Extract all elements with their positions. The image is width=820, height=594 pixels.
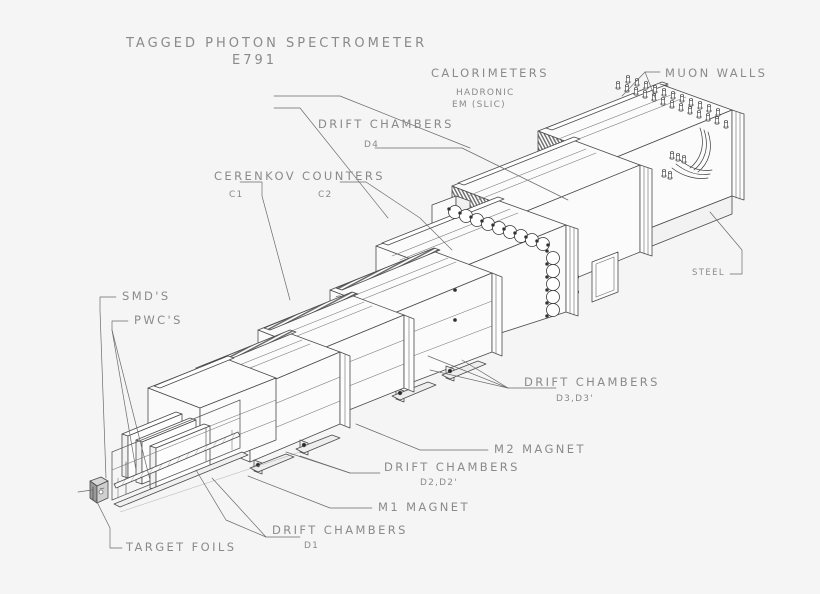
label-d2-tag: D2,D2'	[420, 478, 458, 488]
label-drift-chambers-d1: DRIFT CHAMBERS	[272, 523, 408, 537]
label-drift-chambers-d4: DRIFT CHAMBERS	[318, 117, 454, 131]
label-c1-tag: C1	[229, 190, 244, 200]
label-calorimeters: CALORIMETERS	[431, 66, 549, 80]
label-drift-chambers-d3: DRIFT CHAMBERS	[524, 375, 660, 389]
leader-d1-a	[195, 469, 301, 538]
leader-hadronic	[273, 95, 471, 149]
label-hadronic: HADRONIC	[456, 88, 515, 98]
leader-target-arrow	[77, 489, 93, 493]
leader-muon-walls-2	[644, 71, 657, 101]
leader-em-slic	[273, 107, 389, 219]
figure-title-line1: TAGGED PHOTON SPECTROMETER	[126, 36, 428, 51]
label-smds: SMD'S	[122, 289, 171, 303]
label-m1-magnet: M1 MAGNET	[378, 500, 470, 514]
leader-steel	[709, 211, 743, 275]
label-c2-tag: C2	[318, 190, 333, 200]
leader-d2-b	[285, 451, 351, 474]
leader-c1	[239, 181, 291, 301]
leader-d3-c	[427, 355, 509, 389]
label-drift-chambers-d2: DRIFT CHAMBERS	[384, 460, 520, 474]
label-m2-magnet: M2 MAGNET	[494, 442, 586, 456]
leader-smds	[99, 296, 117, 479]
leader-target-foils	[95, 499, 123, 549]
leader-m2	[355, 423, 489, 451]
label-muon-walls: MUON WALLS	[665, 66, 768, 80]
label-d3-tag: D3,D3'	[556, 394, 594, 404]
label-cerenkov-counters: CERENKOV COUNTERS	[214, 169, 385, 183]
upstream-chamber-stand	[89, 355, 277, 508]
leader-d4	[374, 147, 569, 201]
leader-d3-b	[429, 369, 509, 389]
leader-m1	[247, 475, 373, 509]
leader-pwcs-2	[111, 329, 151, 481]
label-d4-tag: D4	[364, 140, 380, 150]
label-target-foils: TARGET FOILS	[126, 540, 237, 554]
leader-d1-b	[211, 477, 267, 538]
leader-pwcs	[111, 320, 137, 471]
label-em-slic: EM (SLIC)	[452, 100, 506, 110]
leader-c2	[339, 181, 453, 251]
figure-title-line2: E791	[232, 53, 278, 68]
label-d1-tag: D1	[304, 541, 320, 551]
label-steel: STEEL	[692, 268, 726, 278]
target-foils-assembly	[89, 476, 109, 504]
label-pwcs: PWC'S	[134, 313, 183, 327]
